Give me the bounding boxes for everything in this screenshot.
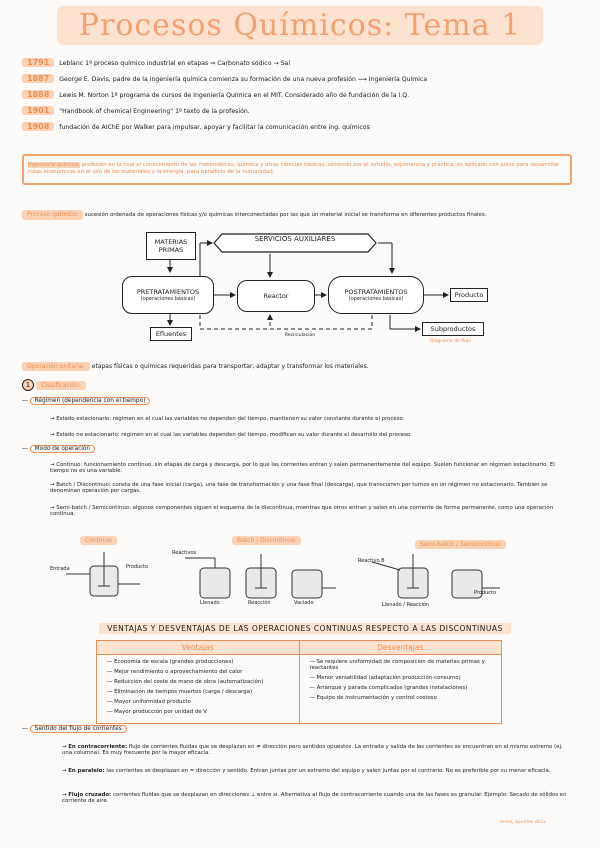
ventaja-item: — Mejor rendimiento o aprovechamiento de… — [107, 669, 243, 675]
pretratamientos-node: PRETRATAMIENTOS(operaciones básicas) — [122, 276, 214, 314]
label-entrada: Entrada — [50, 566, 70, 572]
flujo-item: → Flujo cruzado: corrientes fluidas que … — [62, 792, 567, 804]
diagram-note: Diagrama de flujo — [430, 339, 472, 344]
regimen-heading: — Régimen (dependencia con el tiempo) — [22, 397, 151, 405]
history-item: 1901"Handbook of chemical Engineering" 1… — [22, 106, 582, 115]
signature: tema, apuntes.docx — [500, 820, 546, 825]
materias-primas-node: MATERIAS PRIMAS — [146, 232, 196, 260]
desventaja-item: — Arranque y parada complicados (grandes… — [309, 685, 468, 691]
ventaja-item: — Eliminación de tiempos muertos (carga … — [107, 689, 253, 695]
modo-item: → Semi-batch / Semicontinuo: algunos com… — [50, 505, 554, 517]
desventaja-item: — Se requiere uniformidad de composición… — [309, 659, 485, 671]
reactor-sketches — [66, 552, 500, 599]
operacion-unitaria: Operación unitaria: etapas físicas o quí… — [22, 362, 582, 371]
desventajas-col-header: Desventajas — [298, 640, 502, 655]
regimen-item: → Estado estacionario: régimen en el cua… — [50, 416, 405, 422]
producto-node: Producto — [450, 288, 488, 302]
subproductos-node: Subproductos — [422, 322, 484, 336]
servicios-auxiliares-node: SERVICIOS AUXILIARES — [254, 235, 336, 243]
definition-box: Ingeniería química: profesión en la cual… — [22, 154, 572, 185]
modo-heading: — Modo de operación — [22, 445, 96, 453]
clasificacion-heading: 1 Clasificación: — [22, 379, 86, 391]
recirculacion-label: Recirculación — [284, 333, 316, 338]
label-reactivos: Reactivos — [172, 550, 197, 556]
ventaja-item: — Reducción del coste de mano de obra (a… — [107, 679, 264, 685]
label-batch: Batch / Discontinuo — [232, 536, 301, 545]
desventaja-item: — Equipo de instrumentación y control co… — [309, 695, 437, 701]
label-continuo: Continuo — [80, 536, 117, 545]
modo-item: → Batch / Discontinuo: consta de una fas… — [50, 482, 548, 494]
efluentes-node: Efluentes — [150, 327, 192, 341]
label-vaciado: Vaciado — [294, 600, 314, 606]
label-reaccion: Reacción — [248, 600, 271, 606]
modo-item: → Continuo: funcionamiento continuo, sin… — [50, 462, 555, 474]
label-llenado-reaccion: Llenado / Reacción — [382, 602, 430, 608]
ventaja-item: — Economía de escala (grandes produccion… — [107, 659, 234, 665]
label-producto: Producto — [126, 564, 149, 570]
ventaja-item: — Mayor producción por unidad de V — [107, 709, 207, 715]
regimen-item: → Estado no estacionario: régimen en el … — [50, 432, 412, 438]
ventajas-col-header: Ventajas — [96, 640, 300, 655]
flujo-heading: — Sentido del flujo de corrientes — [22, 725, 127, 733]
label-reactivo-b: Reactivo B — [358, 558, 385, 564]
label-llenado: Llenado — [200, 600, 220, 606]
label-semibatch: Semi-batch / Semicontinuo — [415, 540, 507, 549]
ventajas-table: Ventajas Desventajas — Economía de escal… — [96, 640, 502, 724]
postratamientos-node: POSTRATAMIENTOS(operaciones básicas) — [328, 276, 424, 314]
label-producto-2: Producto — [474, 590, 497, 596]
ventaja-item: — Mayor uniformidad producto — [107, 699, 191, 705]
reactor-node: Reactor — [237, 280, 315, 312]
desventaja-item: — Menor versatilidad (adaptación producc… — [309, 675, 461, 681]
process-flow-diagram — [167, 233, 449, 332]
ventajas-heading: Ventajas y desventajas de las operacione… — [60, 623, 550, 634]
proceso-definition: Proceso químico: sucesión ordenada de op… — [22, 210, 578, 221]
flujo-item: → En contracorriente: flujo de corriente… — [62, 744, 563, 756]
page-title: Procesos Químicos: Tema 1 — [0, 6, 600, 45]
flujo-item: → En paralelo: las corrientes se desplaz… — [62, 768, 551, 774]
